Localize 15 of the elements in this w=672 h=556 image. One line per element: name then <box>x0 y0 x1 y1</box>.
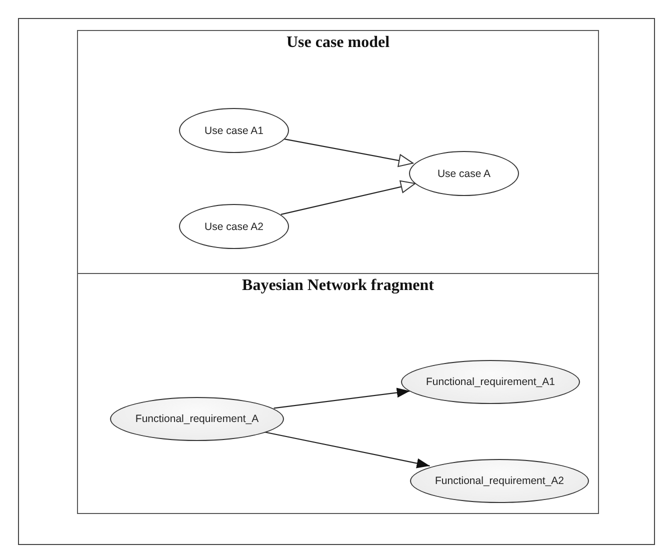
panel <box>77 30 599 274</box>
node-label: Use case A <box>437 168 491 180</box>
panel-heading: Use case model <box>285 34 391 52</box>
panel <box>77 273 599 514</box>
node-label: Functional_requirement_A2 <box>435 475 564 487</box>
node-label: Functional_requirement_A1 <box>426 376 555 388</box>
arrow <box>280 180 416 215</box>
arrow <box>263 431 430 468</box>
node-label: Use case A1 <box>204 124 264 136</box>
node-label: Functional_requirement_A <box>135 413 259 425</box>
ellipse-node <box>409 151 519 196</box>
node-label: Use case A2 <box>204 220 264 232</box>
arrow <box>274 388 410 409</box>
panel-heading: Bayesian Network fragment <box>241 277 435 295</box>
arrow <box>282 138 414 167</box>
